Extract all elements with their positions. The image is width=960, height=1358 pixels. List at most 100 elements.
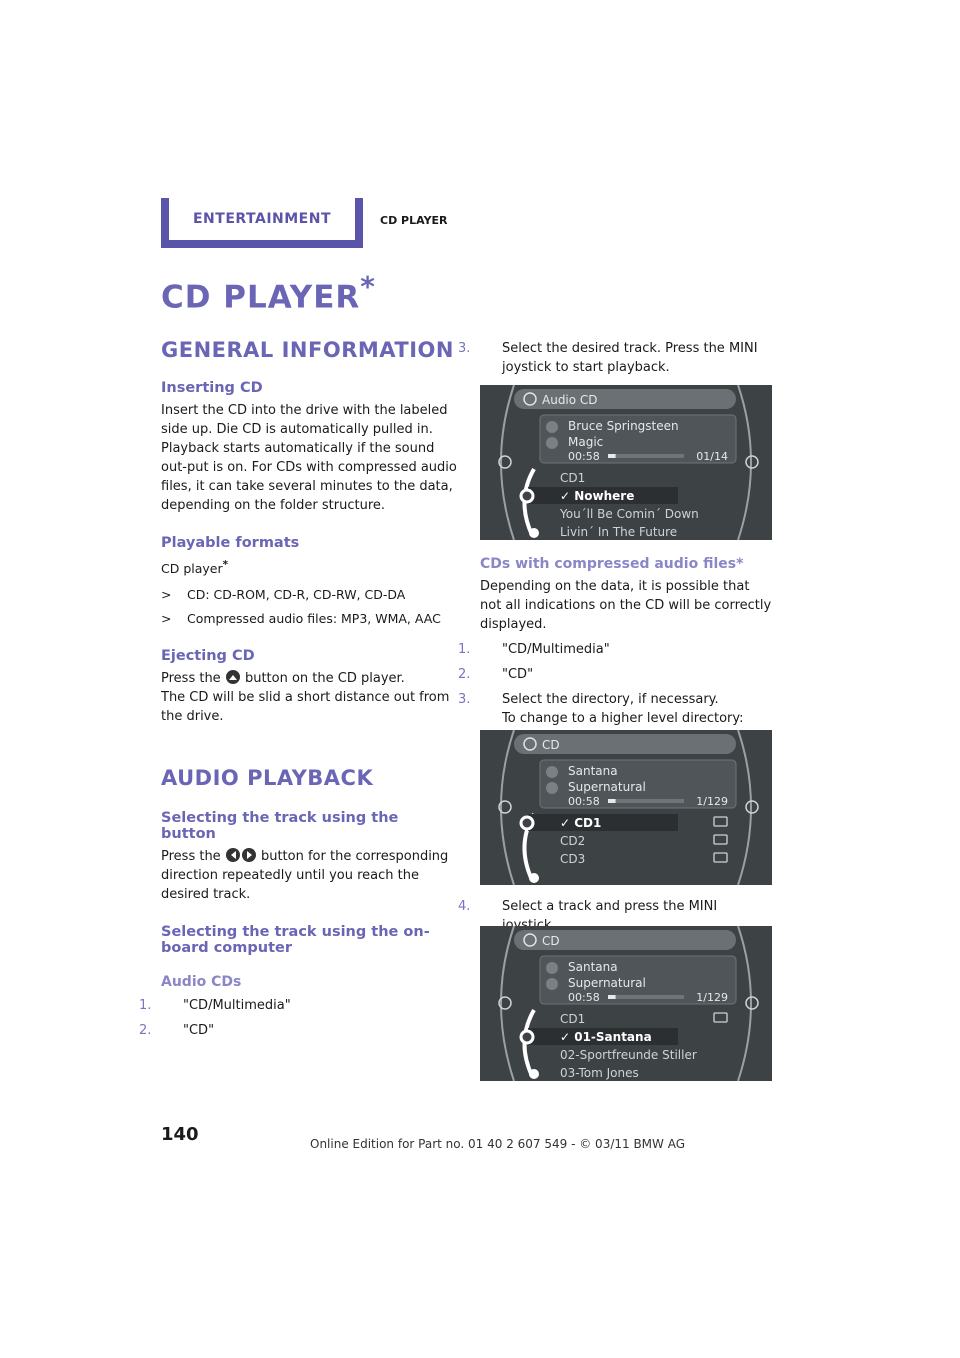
back-arrow-icon (498, 800, 512, 814)
screen-header-label: CD (542, 738, 560, 752)
step-item: 1."CD/Multimedia" (458, 642, 610, 657)
heading-general: General information (161, 338, 454, 362)
section-label: CD player (380, 214, 448, 227)
selected-row-highlight (528, 1028, 678, 1045)
eject-paragraph: Press the button on the CD player. (161, 670, 405, 687)
left-column: General information Inserting CD Insert … (139, 338, 457, 1040)
heading-audio-playback: Audio playback (161, 766, 374, 791)
screen-header-label: Audio CD (542, 393, 598, 407)
screen-header-bar (514, 734, 736, 754)
screen-header-label: CD (542, 934, 560, 948)
page-title: CD player* (161, 270, 376, 316)
progress-fill (608, 454, 616, 458)
heading-ejecting: Ejecting CD (161, 648, 255, 665)
back-arrow-icon (498, 455, 512, 469)
track-counter: 1/129 (696, 795, 728, 808)
heading-audio-cds: Audio CDs (161, 974, 242, 991)
folder-icon (713, 852, 728, 863)
list-row-text: CD1 (560, 471, 585, 485)
cd-icon (523, 392, 537, 406)
eject-paragraph-2: The CD will be slid a short distance out… (161, 690, 450, 725)
step-item: 2."CD" (139, 1023, 215, 1039)
album-text: Supernatural (568, 976, 646, 990)
display-bezel-left (500, 385, 515, 540)
cd-icon (523, 737, 537, 751)
list-row-text: CD1 (560, 1012, 585, 1026)
now-playing-panel (539, 955, 737, 1005)
album-icon (546, 782, 558, 794)
screen-header-bar (514, 930, 736, 950)
previous-track-icon (225, 848, 240, 863)
cd-icon (523, 933, 537, 947)
elapsed-time: 00:58 (568, 991, 600, 1004)
album-icon (546, 437, 558, 449)
list-row-text: 03-Tom Jones (560, 1066, 639, 1080)
folder-icon (713, 834, 728, 845)
folder-icon (713, 1012, 728, 1023)
elapsed-time: 00:58 (568, 795, 600, 808)
list-end-marker (529, 1069, 539, 1079)
display-bezel-right (737, 385, 752, 540)
list-row-text: Livin´ In The Future (560, 525, 677, 539)
joystick-position-marker (519, 488, 535, 504)
artist-icon (546, 766, 558, 778)
progress-track (608, 799, 684, 803)
compressed-paragraph: Depending on the data, it is possible th… (480, 579, 772, 632)
list-row-text: CD2 (560, 834, 585, 848)
list-end-marker (529, 873, 539, 883)
next-track-icon (241, 848, 256, 863)
artist-text: Santana (568, 960, 618, 974)
forward-arrow-icon (745, 800, 759, 814)
track-counter: 1/129 (696, 991, 728, 1004)
right-column-middle: CDs with compressed audio files* Dependi… (458, 556, 772, 747)
now-playing-panel (539, 759, 737, 809)
selected-row-highlight (528, 814, 678, 831)
list-end-marker (529, 528, 539, 538)
progress-fill (608, 799, 616, 803)
footer-text: Online Edition for Part no. 01 40 2 607 … (310, 1137, 686, 1151)
album-text: Magic (568, 435, 603, 449)
select-button-paragraph: Press the button for the corresponding d… (161, 848, 449, 903)
progress-track (608, 995, 684, 999)
track-counter: 01/14 (696, 450, 728, 463)
forward-arrow-icon (745, 996, 759, 1010)
back-arrow-icon (498, 996, 512, 1010)
right-column-top: 3.Select the desired track. Press the MI… (458, 339, 772, 377)
elapsed-time: 00:58 (568, 450, 600, 463)
step-item: 3.Select the directory, if necessary. (458, 692, 719, 707)
step-item: 1."CD/Multimedia" (139, 998, 291, 1014)
progress-track (608, 454, 684, 458)
display-bezel-right (737, 730, 752, 885)
joystick-position-marker (519, 815, 535, 831)
artist-icon (546, 962, 558, 974)
album-icon (546, 978, 558, 990)
artist-text: Bruce Springsteen (568, 419, 679, 433)
heading-formats: Playable formats (161, 535, 300, 551)
step-item: 3.Select the desired track. Press the MI… (458, 341, 758, 375)
list-row-text: ✓ 01-Santana (560, 1030, 652, 1044)
heading-compressed: CDs with compressed audio files* (480, 556, 744, 572)
format-item: >CD: CD-ROM, CD-R, CD-RW, CD-DA (161, 587, 406, 603)
heading-inserting: Inserting CD (161, 380, 263, 396)
heading-select-button: Selecting the track using the button (161, 810, 399, 843)
joystick-position-marker (519, 1029, 535, 1045)
insert-paragraph-1: Insert the CD into the drive with the la… (161, 403, 448, 437)
display-bezel-left (500, 730, 515, 885)
formats-intro: CD player* (161, 559, 229, 577)
step-item: 2."CD" (458, 667, 534, 682)
format-item: >Compressed audio files: MP3, WMA, AAC (161, 611, 441, 627)
progress-fill (608, 995, 616, 999)
eject-icon (225, 670, 240, 685)
screen-header-bar (514, 389, 736, 409)
selected-row-highlight (528, 487, 678, 504)
folder-icon (713, 816, 728, 827)
list-row-text: ✓ CD1 (560, 816, 601, 830)
chapter-tab: Entertainment (161, 198, 363, 248)
forward-arrow-icon (745, 455, 759, 469)
insert-paragraph-2: Playback starts automatically if the sou… (161, 441, 457, 513)
chapter-label: Entertainment (192, 211, 332, 227)
list-row-text: ✓ Nowhere (560, 489, 634, 503)
